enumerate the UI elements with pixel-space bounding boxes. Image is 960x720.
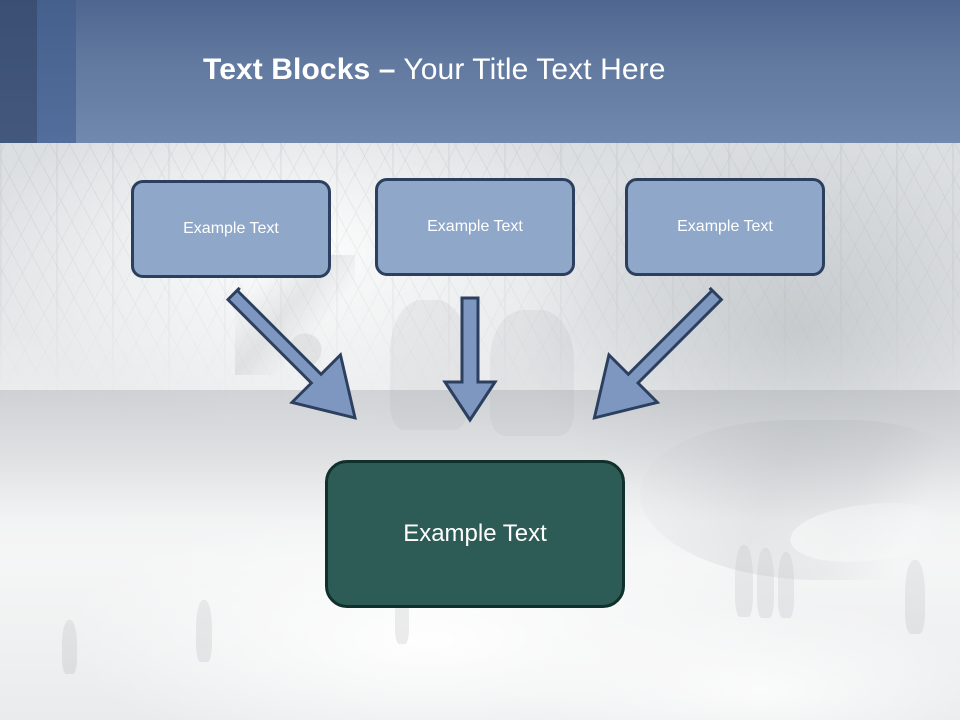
text-block-3[interactable]: Example Text — [625, 178, 825, 276]
text-block-3-label: Example Text — [677, 218, 773, 235]
text-block-1-label: Example Text — [183, 220, 279, 237]
page-title-bold: Text Blocks – — [203, 53, 396, 86]
page-title-regular: Your Title Text Here — [395, 53, 666, 86]
text-block-2-label: Example Text — [427, 218, 523, 235]
text-block-2[interactable]: Example Text — [375, 178, 575, 276]
arrow-down-left-icon — [592, 286, 724, 420]
result-text-block-label: Example Text — [403, 520, 547, 547]
arrow-down-icon — [442, 296, 498, 423]
title-bar — [0, 0, 960, 143]
result-text-block[interactable]: Example Text — [325, 460, 625, 608]
accent-band-mid — [37, 0, 76, 143]
arrow-down-right-icon — [225, 286, 357, 420]
accent-band-dark — [0, 0, 37, 143]
page-title: Text Blocks – Your Title Text Here — [203, 53, 666, 87]
text-block-1[interactable]: Example Text — [131, 180, 331, 278]
